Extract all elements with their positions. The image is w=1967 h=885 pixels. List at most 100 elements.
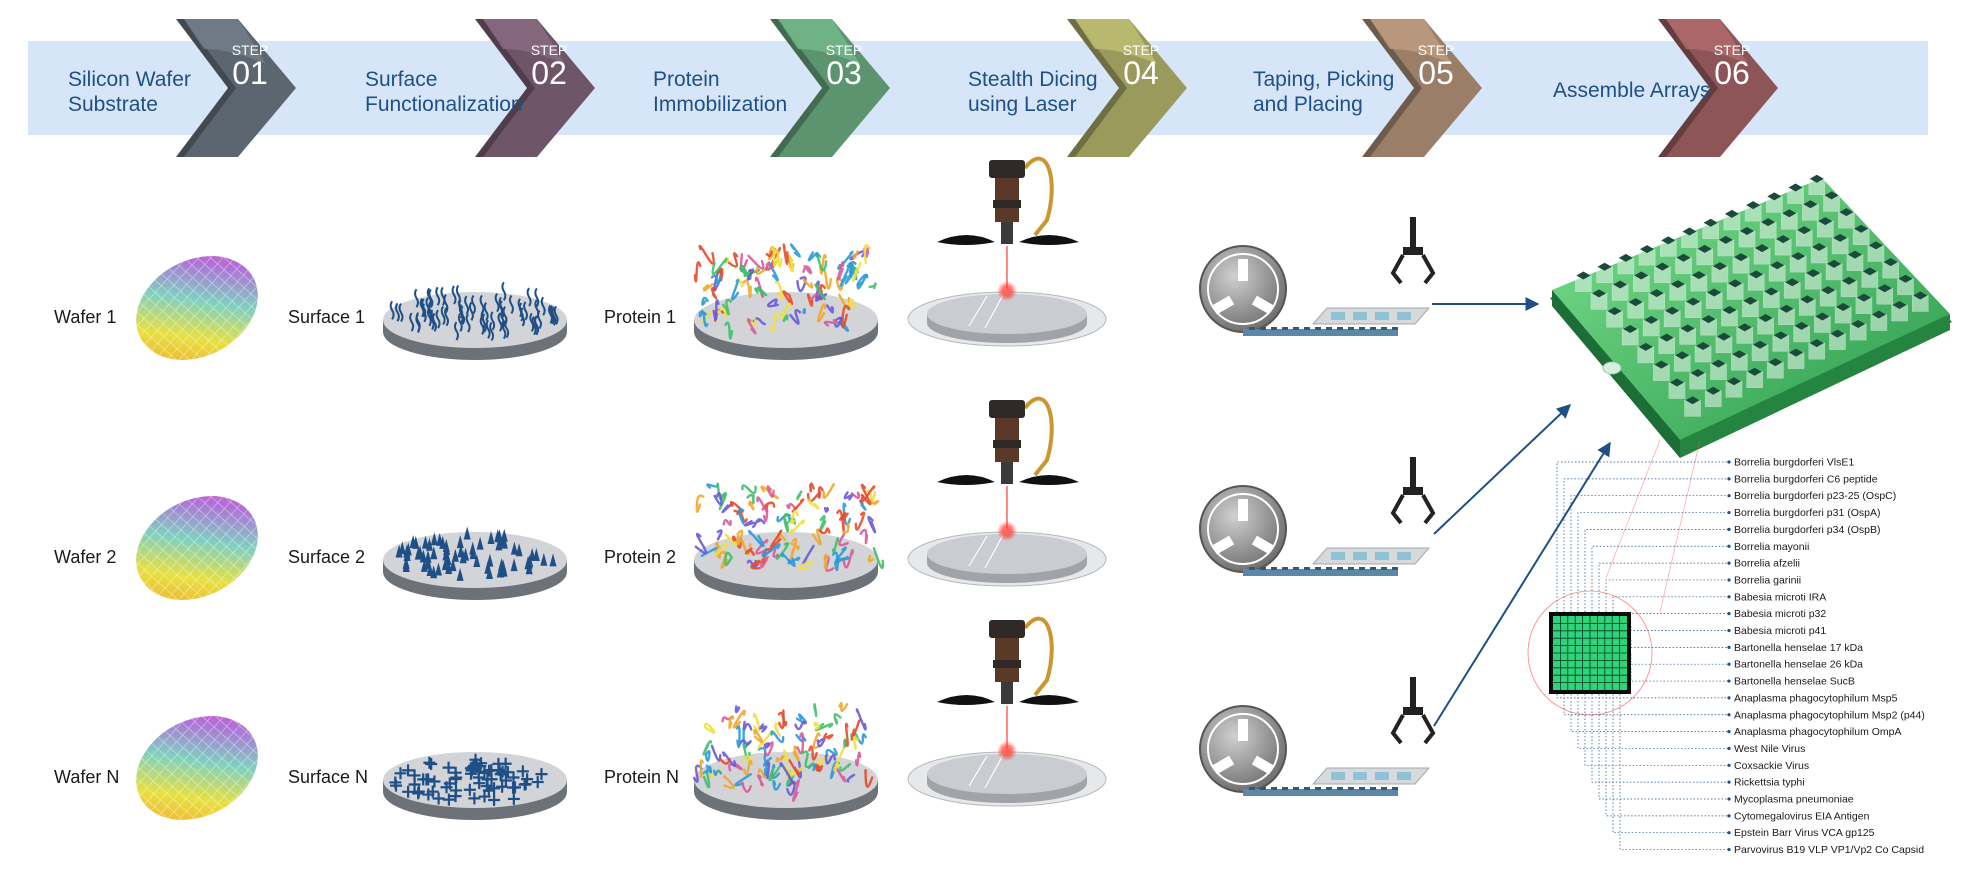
well-chip <box>1812 242 1827 251</box>
well-chip <box>1696 342 1711 351</box>
diced-chip <box>1375 552 1389 560</box>
stealth-dicing-laser <box>907 396 1107 587</box>
antigen-leader-line <box>1577 694 1728 749</box>
antigen-label: Borrelia burgdorferi p23-25 (OspC) <box>1734 490 1896 502</box>
well-chip <box>1726 377 1741 386</box>
antigen-bullet <box>1727 831 1731 835</box>
tape-pocket <box>1315 787 1321 790</box>
protein-strand <box>806 498 820 510</box>
protein-strand <box>836 509 845 532</box>
antigen-label: Babesia microti p41 <box>1734 625 1826 637</box>
linker-cone <box>476 536 484 550</box>
linker-wave <box>547 304 553 324</box>
laser-spot <box>997 521 1017 541</box>
board-side-left <box>1552 290 1680 458</box>
protein-strand <box>746 318 757 335</box>
linker-wave <box>453 321 459 341</box>
antigen-entry: West Nile Virus <box>1577 694 1805 755</box>
well-chip <box>1686 297 1701 306</box>
linker-cone <box>449 558 457 572</box>
gripper-arm <box>1410 457 1416 491</box>
tape-pocket <box>1271 787 1277 790</box>
linker-cross <box>521 773 534 786</box>
linker-wave <box>494 293 500 313</box>
linker-cone <box>416 545 424 559</box>
well-chip <box>1818 217 1833 226</box>
tape-pocket <box>1282 327 1288 330</box>
protein-strand <box>819 253 827 275</box>
protein-strand <box>789 537 798 560</box>
diced-chip <box>1397 772 1411 780</box>
protein-strand <box>868 282 877 290</box>
protein-strand <box>834 316 843 328</box>
protein-strand <box>754 286 768 297</box>
antigen-entry: Borrelia burgdorferi p23-25 (OspC) <box>1570 490 1896 612</box>
linker-cross <box>488 794 501 807</box>
protein-strand <box>816 737 826 748</box>
well-chip <box>1764 287 1779 296</box>
well-chip <box>1791 252 1806 261</box>
protein-strand <box>825 304 835 314</box>
antigen-bullet <box>1727 595 1731 599</box>
step-label-line1: Assemble Arrays <box>1553 79 1711 102</box>
protein-strand <box>702 740 713 756</box>
protein-strand <box>734 705 741 714</box>
linker-cone <box>434 562 442 576</box>
protein-strand <box>724 321 734 340</box>
step-chevron <box>1370 19 1482 157</box>
protein-strand <box>714 542 729 557</box>
protein-strand <box>728 763 743 772</box>
antigen-leader-line <box>1563 478 1728 612</box>
well-chip <box>1724 209 1739 218</box>
tape-pocket <box>1315 567 1321 570</box>
protein-strand <box>789 243 801 258</box>
protein-strand <box>867 554 875 563</box>
step-label-line1: Stealth Dicing <box>968 68 1098 91</box>
linker-wave <box>394 302 400 322</box>
protein-strand <box>782 290 794 306</box>
well-chip <box>1755 244 1770 253</box>
well-chip <box>1851 320 1866 329</box>
antigen-entry: Borrelia burgdorferi p31 (OspA) <box>1577 507 1880 612</box>
tape-pocket <box>1249 787 1255 790</box>
diced-chip <box>1331 552 1345 560</box>
antigen-bullet <box>1727 494 1731 498</box>
protein-strand <box>770 730 785 744</box>
antigen-entry: Bartonella henselae 17 kDa <box>1630 640 1863 654</box>
antigen-leader-line <box>1598 562 1728 612</box>
linker-wave <box>471 294 477 315</box>
laser-cable <box>1023 616 1054 697</box>
protein-strand <box>702 770 711 789</box>
protein-strand <box>774 722 781 737</box>
protein-strand <box>812 732 822 749</box>
well-chip <box>1871 310 1886 319</box>
tape-pocket <box>1304 567 1310 570</box>
well-chip <box>1691 271 1706 280</box>
protein-strand <box>872 547 885 570</box>
well-chip <box>1675 351 1690 360</box>
laser-cable <box>1023 396 1054 477</box>
linker-cross <box>428 775 441 788</box>
protein-strand <box>831 537 839 554</box>
linker-wave <box>468 301 474 321</box>
dicing-wafer-top <box>927 754 1087 794</box>
tape-pocket <box>1271 567 1277 570</box>
tape-pocket <box>1249 567 1255 570</box>
protein-strand <box>818 527 831 535</box>
protein-strand <box>823 318 839 327</box>
protein-strand <box>710 274 722 286</box>
reel-slot <box>1238 259 1248 281</box>
linker-wave <box>435 309 441 329</box>
wafer-label: Wafer 1 <box>54 307 116 327</box>
protein-strand <box>842 549 854 569</box>
protein-strand <box>802 278 814 289</box>
well-chip <box>1607 307 1622 316</box>
linker-wave <box>479 294 485 314</box>
linker-cross <box>507 781 520 794</box>
antigen-label: Borrelia burgdorferi p34 (OspB) <box>1734 524 1880 536</box>
antigen-bullet <box>1727 713 1731 717</box>
linker-cross <box>507 771 520 784</box>
